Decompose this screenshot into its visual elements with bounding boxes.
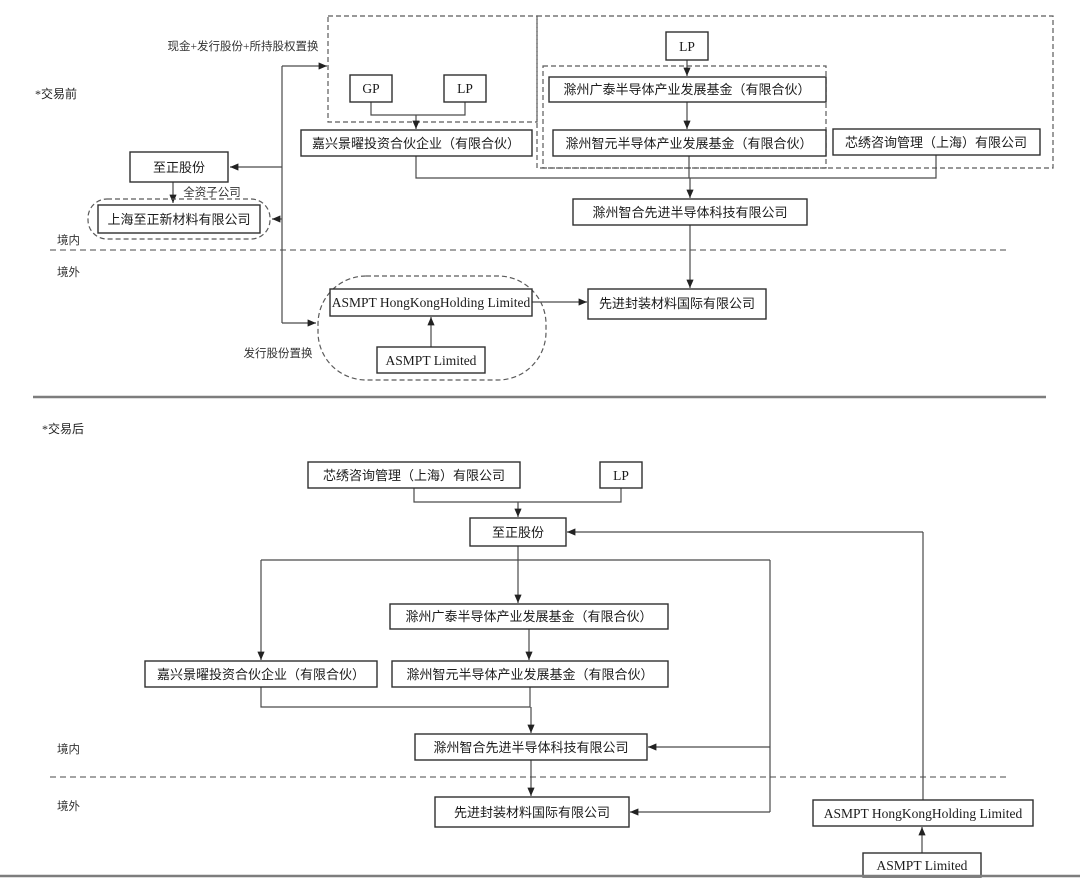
svg-text:嘉兴景曜投资合伙企业（有限合伙）: 嘉兴景曜投资合伙企业（有限合伙） — [312, 136, 520, 151]
dashed-group-gp-lp — [327, 15, 538, 123]
svg-text:先进封装材料国际有限公司: 先进封装材料国际有限公司 — [599, 296, 755, 311]
box-xinxiu-consulting-before: 芯绣咨询管理（上海）有限公司 — [832, 128, 1041, 156]
box-asmpt-hk-holding-after: ASMPT HongKongHolding Limited — [812, 799, 1034, 827]
dashed-oval-asmpt-group — [317, 275, 547, 381]
box-apmi-international-after: 先进封装材料国际有限公司 — [434, 796, 630, 828]
svg-text:滁州智元半导体产业发展基金（有限合伙）: 滁州智元半导体产业发展基金（有限合伙） — [406, 667, 653, 682]
section-before-transaction: *交易前 现金+发行股份+所持股权置换 全资子公司 发行股份置换 境内 境外 — [35, 15, 1054, 381]
connector-owners-merge-after — [413, 488, 622, 503]
box-apmi-international-before: 先进封装材料国际有限公司 — [587, 288, 767, 320]
label-overseas-before: 境外 — [57, 265, 80, 279]
svg-text:上海至正新材料有限公司: 上海至正新材料有限公司 — [107, 212, 250, 227]
box-jiaxing-partnership-before: 嘉兴景曜投资合伙企业（有限合伙） — [300, 129, 533, 157]
box-guangtai-fund-before: 滁州广泰半导体产业发展基金（有限合伙） — [548, 76, 827, 103]
box-asmpt-limited-after: ASMPT Limited — [862, 852, 982, 878]
section-label-before: *交易前 — [35, 86, 77, 101]
box-jiaxing-partnership-after: 嘉兴景曜投资合伙企业（有限合伙） — [144, 660, 378, 688]
label-overseas-after: 境外 — [57, 799, 80, 813]
section-label-after: *交易后 — [42, 421, 84, 436]
svg-text:滁州广泰半导体产业发展基金（有限合伙）: 滁州广泰半导体产业发展基金（有限合伙） — [563, 82, 810, 97]
box-guangtai-fund-after: 滁州广泰半导体产业发展基金（有限合伙） — [389, 603, 669, 630]
label-domestic-after: 境内 — [57, 742, 80, 756]
svg-text:嘉兴景曜投资合伙企业（有限合伙）: 嘉兴景曜投资合伙企业（有限合伙） — [157, 667, 365, 682]
svg-text:ASMPT HongKongHolding Limited: ASMPT HongKongHolding Limited — [824, 806, 1023, 821]
box-shanghai-zhizheng-materials: 上海至正新材料有限公司 — [87, 198, 271, 240]
svg-text:LP: LP — [613, 468, 629, 483]
svg-text:GP: GP — [362, 81, 379, 96]
box-asmpt-limited-before: ASMPT Limited — [376, 346, 486, 374]
svg-text:至正股份: 至正股份 — [492, 525, 544, 540]
svg-text:滁州智元半导体产业发展基金（有限合伙）: 滁州智元半导体产业发展基金（有限合伙） — [565, 136, 812, 151]
label-wholly-owned: 全资子公司 — [183, 185, 241, 199]
svg-text:LP: LP — [457, 81, 473, 96]
dashed-group-counterparties — [536, 15, 1054, 169]
connector-parents-merge-before — [415, 155, 937, 179]
svg-text:ASMPT HongKongHolding Limited: ASMPT HongKongHolding Limited — [332, 295, 531, 310]
group-asmpt-before: ASMPT HongKongHolding Limited ASMPT Limi… — [317, 275, 547, 381]
box-xinxiu-consulting-after: 芯绣咨询管理（上海）有限公司 — [307, 461, 521, 489]
svg-text:ASMPT Limited: ASMPT Limited — [386, 353, 477, 368]
svg-text:LP: LP — [679, 39, 695, 54]
connector-partners-merge-after — [260, 687, 531, 708]
box-asmpt-hk-holding-before: ASMPT HongKongHolding Limited — [329, 288, 533, 317]
svg-text:滁州广泰半导体产业发展基金（有限合伙）: 滁州广泰半导体产业发展基金（有限合伙） — [405, 609, 652, 624]
label-domestic-before: 境内 — [57, 233, 80, 247]
box-lp-after: LP — [599, 461, 643, 489]
box-zhizheng-shares-before: 至正股份 — [129, 151, 229, 183]
box-zhiyuan-fund-after: 滁州智元半导体产业发展基金（有限合伙） — [391, 660, 669, 688]
label-share-swap: 发行股份置换 — [244, 346, 313, 360]
box-zhiyuan-fund-before: 滁州智元半导体产业发展基金（有限合伙） — [552, 129, 827, 157]
svg-text:先进封装材料国际有限公司: 先进封装材料国际有限公司 — [454, 805, 610, 820]
svg-text:芯绣咨询管理（上海）有限公司: 芯绣咨询管理（上海）有限公司 — [323, 468, 505, 483]
box-zhihe-technology-after: 滁州智合先进半导体科技有限公司 — [414, 733, 648, 761]
dashed-oval-shanghai-zhizheng — [87, 198, 271, 240]
box-lp-top-before: LP — [665, 31, 709, 61]
box-zhizheng-shares-after: 至正股份 — [469, 517, 567, 547]
section-after-transaction: *交易后 境内 境外 芯绣咨询管理（上海）有限公司 LP 至 — [42, 421, 1034, 878]
svg-text:至正股份: 至正股份 — [153, 160, 205, 175]
box-lp-before: LP — [443, 74, 487, 103]
box-gp-before: GP — [349, 74, 393, 103]
svg-text:芯绣咨询管理（上海）有限公司: 芯绣咨询管理（上海）有限公司 — [845, 135, 1027, 150]
svg-text:滁州智合先进半导体科技有限公司: 滁州智合先进半导体科技有限公司 — [433, 740, 628, 755]
box-zhihe-technology-before: 滁州智合先进半导体科技有限公司 — [572, 198, 808, 226]
connector-gp-lp-merge — [370, 102, 466, 116]
svg-text:滁州智合先进半导体科技有限公司: 滁州智合先进半导体科技有限公司 — [592, 205, 787, 220]
svg-text:ASMPT Limited: ASMPT Limited — [877, 858, 968, 873]
label-cash-swap: 现金+发行股份+所持股权置换 — [168, 39, 319, 53]
